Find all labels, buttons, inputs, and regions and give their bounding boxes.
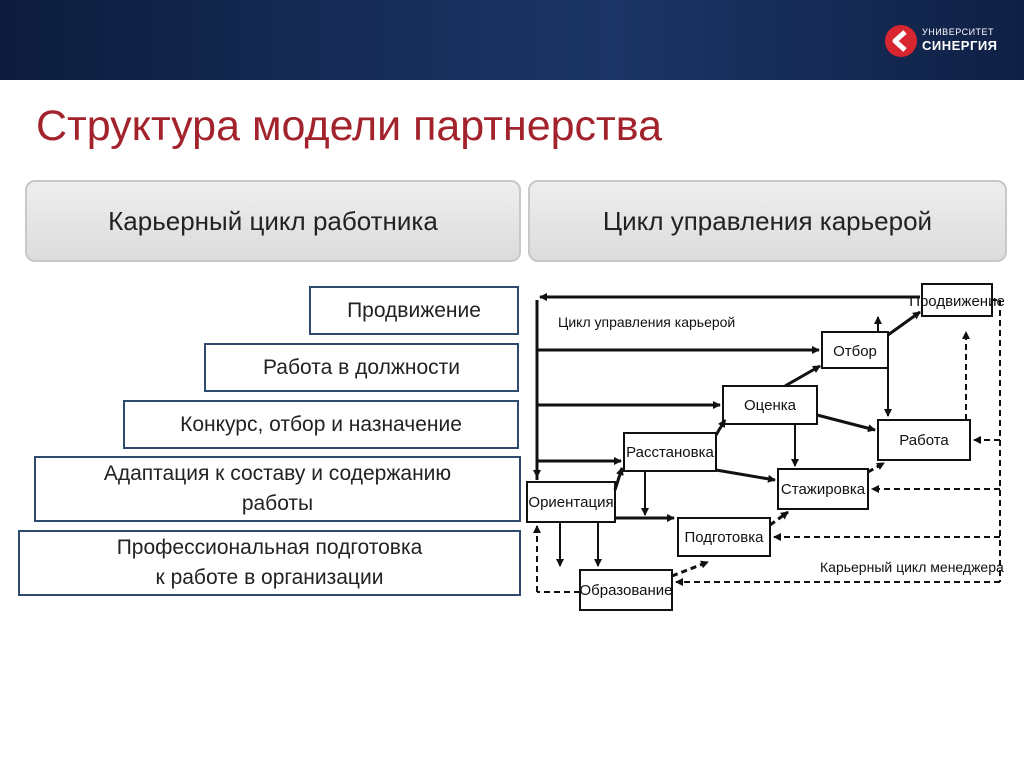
header-employee-cycle-label: Карьерный цикл работника <box>108 205 438 236</box>
university-logo[interactable]: УНИВЕРСИТЕТ СИНЕРГИЯ <box>884 22 1004 62</box>
arrow-orientation-to-placement <box>613 467 624 491</box>
arrow-placement-to-assessment <box>714 419 727 436</box>
header-management-cycle-label: Цикл управления карьерой <box>602 205 933 236</box>
node-work-label: Работа <box>899 432 949 449</box>
node-internship: Стажировка <box>777 468 869 510</box>
header-management-cycle: Цикл управления карьерой <box>528 180 1007 262</box>
logo-text: УНИВЕРСИТЕТ СИНЕРГИЯ <box>922 25 998 53</box>
node-orientation-label: Ориентация <box>528 494 613 511</box>
arrow-internship-to-work <box>867 461 885 474</box>
stage-professional-training-label: Профессиональная подготовка к работе в о… <box>116 536 423 589</box>
node-placement: Расстановка <box>623 432 717 472</box>
header-employee-cycle: Карьерный цикл работника <box>25 180 521 262</box>
arrow-education-to-training <box>671 560 709 578</box>
synergy-logo-icon <box>885 25 917 57</box>
label-management-cycle: Цикл управления карьерой <box>558 314 735 330</box>
node-work: Работа <box>877 419 971 461</box>
slide-title: Структура модели партнерства <box>36 102 663 150</box>
node-placement-label: Расстановка <box>626 444 714 461</box>
node-training-label: Подготовка <box>685 529 765 546</box>
arrow-selection-to-promotion <box>887 310 921 337</box>
stage-competition-selection-label: Конкурс, отбор и назначение <box>180 412 462 436</box>
node-selection-label: Отбор <box>833 343 877 360</box>
top-banner: УНИВЕРСИТЕТ СИНЕРГИЯ <box>0 0 1024 80</box>
arrow-assessment-to-work <box>816 413 876 433</box>
node-education-label: Образование <box>580 582 673 599</box>
stage-competition-selection: Конкурс, отбор и назначение <box>123 400 519 449</box>
node-internship-label: Стажировка <box>781 481 866 498</box>
stage-work-in-position: Работа в должности <box>204 343 519 392</box>
logo-line-1: УНИВЕРСИТЕТ <box>922 27 995 37</box>
node-education: Образование <box>579 569 673 611</box>
node-promotion: Продвижение <box>909 283 1005 317</box>
node-training: Подготовка <box>677 517 771 557</box>
arrow-placement-to-internship <box>715 468 776 483</box>
stage-professional-training: Профессиональная подготовка к работе в о… <box>18 530 521 596</box>
stage-adaptation-label: Адаптация к составу и содержанию работы <box>103 462 452 515</box>
stage-adaptation: Адаптация к составу и содержанию работы <box>34 456 521 522</box>
node-orientation: Ориентация <box>526 481 616 523</box>
node-promotion-label: Продвижение <box>909 293 1005 310</box>
node-assessment-label: Оценка <box>744 397 797 414</box>
arrow-training-to-internship <box>769 510 789 527</box>
logo-line-2: СИНЕРГИЯ <box>922 38 998 53</box>
node-selection: Отбор <box>821 331 889 369</box>
stage-work-in-position-label: Работа в должности <box>262 355 461 379</box>
stage-promotion-label: Продвижение <box>347 298 481 322</box>
label-manager-cycle: Карьерный цикл менеджера <box>820 559 1004 575</box>
career-cycle-diagram: Цикл управления карьерой Продвижение Отб… <box>526 283 1005 611</box>
node-assessment: Оценка <box>722 385 818 425</box>
stage-promotion: Продвижение <box>309 286 519 335</box>
arrow-assessment-to-selection <box>784 364 821 388</box>
